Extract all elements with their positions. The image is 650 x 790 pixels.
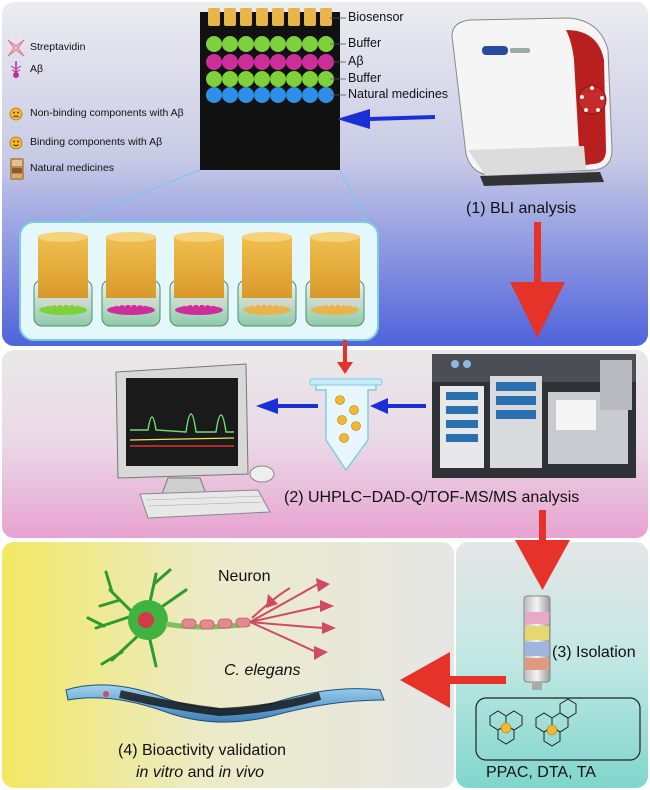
- c-elegans-label: C. elegans: [224, 662, 301, 679]
- plate-well: [238, 87, 254, 103]
- and-text: and: [183, 764, 219, 781]
- step-1-label: (1) BLI analysis: [466, 200, 577, 217]
- plate-well: [254, 87, 270, 103]
- plate-well: [256, 8, 268, 26]
- plate-well: [318, 36, 334, 52]
- zoom-well: [101, 232, 161, 327]
- zoom-line-left: [54, 169, 201, 229]
- plate-well: [286, 54, 302, 70]
- plate-well: [272, 8, 284, 26]
- zoom-well: [169, 232, 229, 327]
- plate-well: [206, 54, 222, 70]
- plate-row-label: Biosensor: [348, 10, 404, 24]
- plate-well: [238, 54, 254, 70]
- plate-well: [286, 71, 302, 87]
- legend-natural-medicines: Natural medicines: [30, 162, 115, 174]
- abeta-icon: [10, 61, 22, 78]
- plate-well: [238, 36, 254, 52]
- panel-isolation: [456, 542, 648, 788]
- compounds-box: [475, 697, 641, 761]
- neuron: [86, 568, 336, 668]
- plate-well: [270, 54, 286, 70]
- binding-icon: [9, 136, 23, 150]
- arrow-left-4: [400, 652, 506, 708]
- plate-well: [254, 54, 270, 70]
- plate-well: [318, 71, 334, 87]
- plate-well: [286, 87, 302, 103]
- plate-well: [318, 54, 334, 70]
- plate-well: [288, 8, 300, 26]
- computer: [115, 363, 275, 519]
- plate-well: [320, 8, 332, 26]
- plate-row-label: Buffer: [348, 36, 382, 50]
- plate-row-label: Aβ: [348, 54, 364, 68]
- step-3-label: (3) Isolation: [552, 644, 636, 661]
- zoom-line-right: [339, 169, 371, 229]
- legend-abeta: Aβ: [30, 63, 44, 75]
- plate-well: [206, 87, 222, 103]
- isolation-column: [523, 595, 551, 690]
- plate-well: [208, 8, 220, 26]
- step-4-label: (4) Bioactivity validation: [118, 742, 287, 759]
- non-binding-icon: [9, 107, 23, 121]
- legend-binding: Binding components with Aβ: [30, 136, 163, 148]
- plate-well: [254, 36, 270, 52]
- panel-bioactivity: [2, 542, 454, 788]
- compounds-label: PPAC, DTA, TA: [486, 764, 596, 781]
- plate-well: [270, 36, 286, 52]
- plate-well: [238, 71, 254, 87]
- plate-well: [254, 71, 270, 87]
- plate-row-label: Natural medicines: [348, 87, 449, 101]
- legend-streptavidin: Streptavidin: [30, 41, 86, 53]
- plate-well: [222, 54, 238, 70]
- plate-well: [222, 71, 238, 87]
- plate-well: [240, 8, 252, 26]
- plate-well: [222, 87, 238, 103]
- step-4-sublabel: in vitro and in vivo: [136, 764, 264, 782]
- legend-non-binding: Non-binding components with Aβ: [30, 107, 184, 119]
- zoom-well: [237, 232, 297, 327]
- arrow-small-down: [337, 340, 353, 374]
- natural-medicines-icon: [10, 158, 24, 180]
- zoom-well: [33, 232, 93, 327]
- arrow-down-1: [510, 222, 565, 338]
- plate-well: [302, 36, 318, 52]
- neuron-label: Neuron: [218, 568, 271, 585]
- plate-well: [206, 71, 222, 87]
- microplate: [200, 8, 340, 170]
- arrow-tube-to-computer: [256, 398, 318, 414]
- plate-well: [302, 54, 318, 70]
- plate-well: [304, 8, 316, 26]
- zoom-wells: [33, 232, 365, 327]
- plate-well: [302, 87, 318, 103]
- step-2-label: (2) UHPLC−DAD-Q/TOF-MS/MS analysis: [284, 489, 580, 506]
- arrow-bli-to-plate: [337, 109, 435, 129]
- plate-well: [286, 36, 302, 52]
- plate-row-label: Buffer: [348, 71, 382, 85]
- test-tube: [309, 378, 383, 472]
- in-vivo-text: in vivo: [218, 764, 265, 781]
- uhplc-photo: [432, 354, 636, 478]
- zoom-well: [305, 232, 365, 327]
- streptavidin-icon: [7, 39, 25, 57]
- c-elegans-worm: [65, 684, 385, 723]
- arrow-down-2: [515, 510, 570, 590]
- plate-well: [318, 87, 334, 103]
- plate-well: [222, 36, 238, 52]
- arrow-instrument-to-tube: [370, 398, 426, 414]
- bli-instrument: [451, 17, 613, 186]
- plate-well: [224, 8, 236, 26]
- plate-well: [302, 71, 318, 87]
- plate-leader-lines: [330, 17, 346, 96]
- plate-well: [270, 87, 286, 103]
- plate-well: [270, 71, 286, 87]
- in-vitro-text: in vitro: [136, 764, 184, 781]
- plate-well: [206, 36, 222, 52]
